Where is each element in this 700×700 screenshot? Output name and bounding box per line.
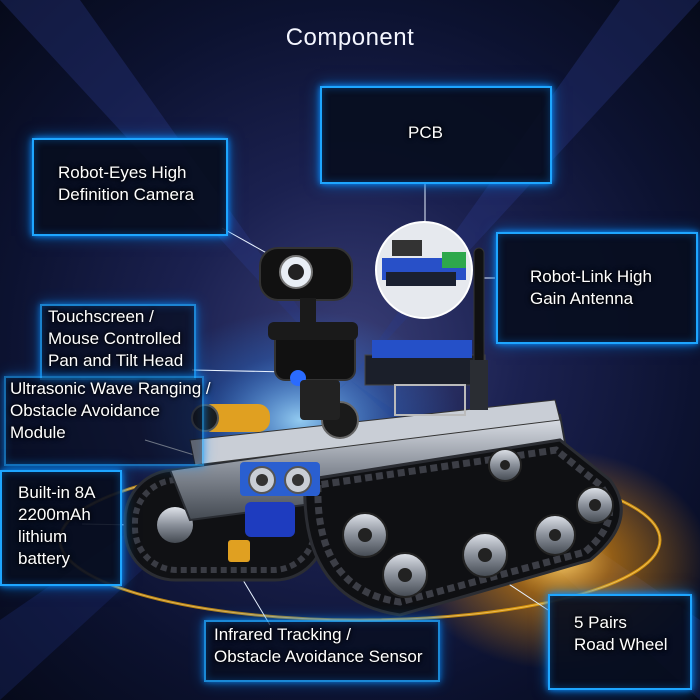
antenna-label-box <box>496 232 698 344</box>
camera-module <box>259 247 353 324</box>
infrared-label: Infrared Tracking / Obstacle Avoidance S… <box>214 624 423 668</box>
label-line: Mouse Controlled <box>48 329 182 348</box>
label-line: Obstacle Avoidance Sensor <box>214 647 423 666</box>
battery-label: Built-in 8A 2200mAh lithium battery <box>18 482 95 570</box>
infrared-label-box <box>204 620 440 682</box>
label-line: 2200mAh <box>18 505 91 524</box>
ir-sensor <box>228 540 250 562</box>
label-line: Robot-Eyes High <box>58 163 187 182</box>
label-line: Gain Antenna <box>530 289 634 308</box>
label-line: lithium <box>18 527 68 546</box>
road-wheels <box>342 448 614 598</box>
label-line: Module <box>10 423 66 442</box>
ultrasonic-label-box <box>4 376 204 466</box>
label-line: Obstacle Avoidance <box>10 401 160 420</box>
label-line: PCB <box>408 123 443 142</box>
antenna <box>470 247 488 410</box>
antenna-label: Robot-Link High Gain Antenna <box>530 266 652 310</box>
wheels-label-box <box>548 594 692 690</box>
label-line: Pan and Tilt Head <box>48 351 184 370</box>
label-line: Touchscreen / <box>48 307 154 326</box>
label-line: Ultrasonic Wave Ranging / <box>10 379 211 398</box>
pan-tilt-label: Touchscreen / Mouse Controlled Pan and T… <box>48 306 183 372</box>
pan-tilt-head <box>268 322 358 420</box>
label-line: 5 Pairs <box>574 613 627 632</box>
page-title: Component <box>285 24 415 51</box>
pcb-stack <box>364 340 486 416</box>
pcb-label-box <box>320 86 552 184</box>
battery-pack <box>245 502 295 537</box>
camera-label: Robot-Eyes High Definition Camera <box>58 162 194 206</box>
wheels-label: 5 Pairs Road Wheel <box>574 612 668 656</box>
pcb-zoom <box>375 221 473 319</box>
ultrasonic-module <box>240 462 320 496</box>
label-line: battery <box>18 549 70 568</box>
label-line: Robot-Link High <box>530 267 652 286</box>
camera-label-box <box>32 138 228 236</box>
label-line: Road Wheel <box>574 635 668 654</box>
label-line: Built-in 8A <box>18 483 96 502</box>
pcb-label: PCB <box>408 122 443 144</box>
right-track <box>303 438 623 617</box>
label-line: Infrared Tracking / <box>214 625 352 644</box>
label-line: Definition Camera <box>58 185 195 204</box>
ultrasonic-label: Ultrasonic Wave Ranging / Obstacle Avoid… <box>10 378 211 444</box>
battery-label-box <box>0 470 122 586</box>
